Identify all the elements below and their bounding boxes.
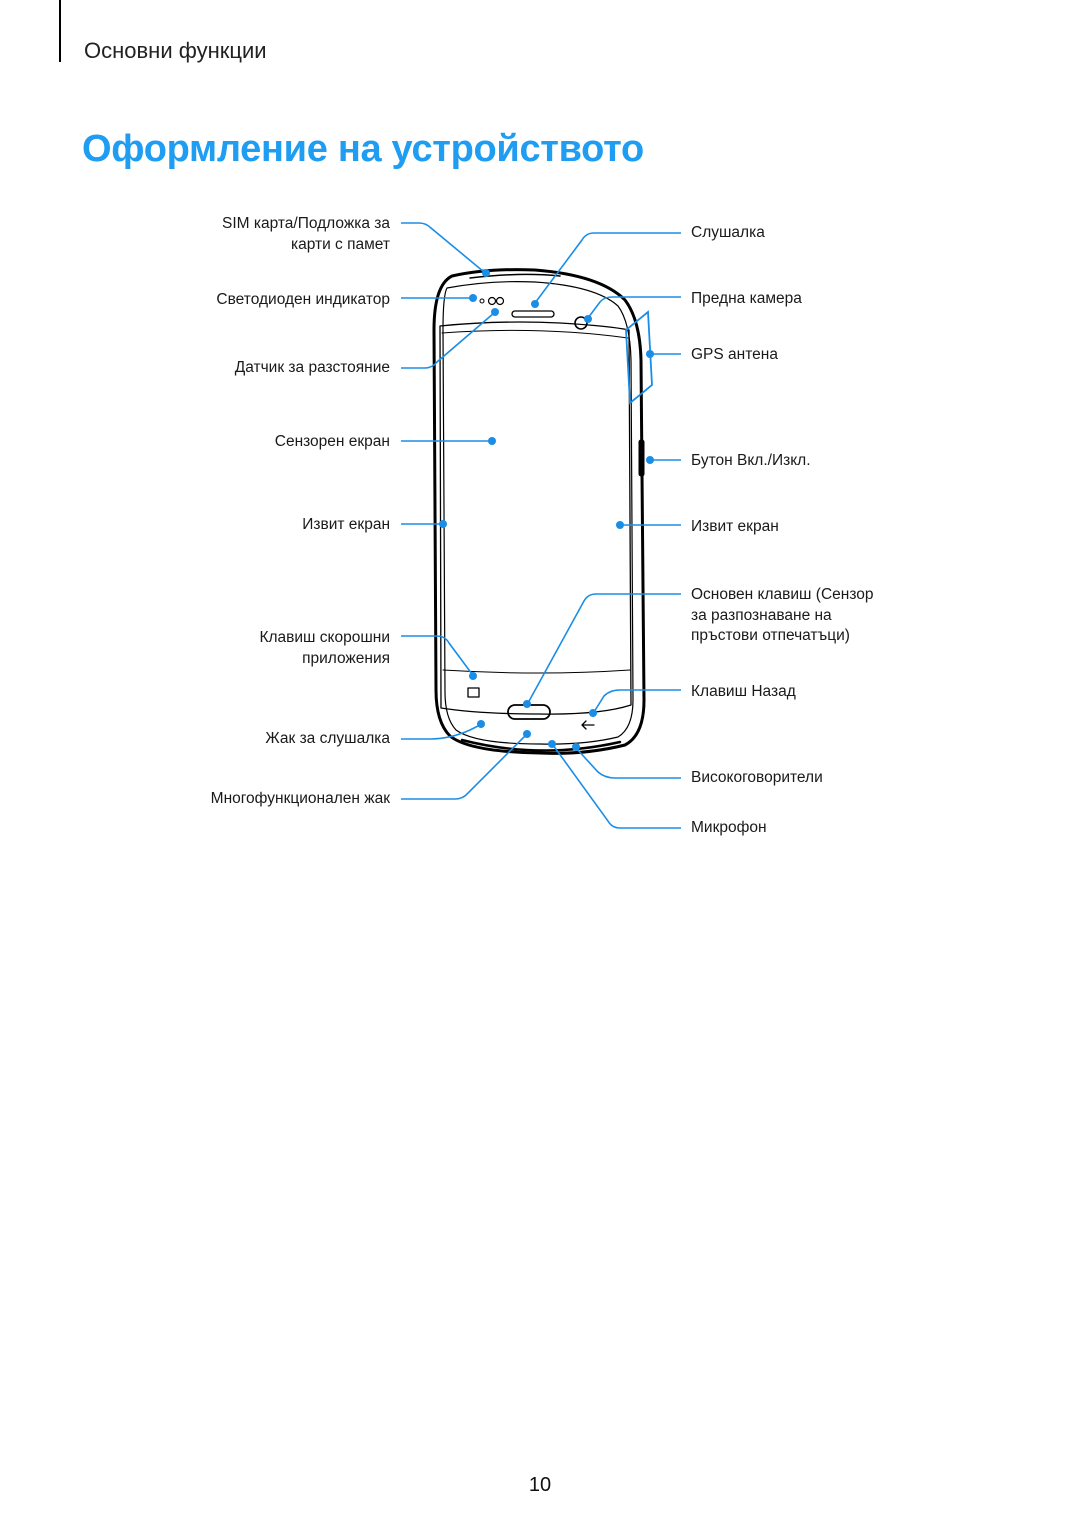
label-touchscreen: Сензорен екран — [274, 433, 390, 450]
label-microphone: Микрофон — [691, 819, 767, 836]
callout-lines — [401, 222, 681, 829]
callout-dot-microphone — [548, 740, 556, 748]
label-edge-screen-left: Извит екран — [302, 516, 390, 533]
proximity-sensor-shape-1 — [487, 296, 497, 306]
screen-bottom-border — [442, 669, 631, 674]
callout-dot-recent-apps — [469, 672, 477, 680]
callout-dot-speaker — [572, 743, 580, 751]
callout-dot-sim — [482, 269, 490, 277]
led-indicator-shape — [479, 298, 485, 304]
callout-line-earpiece — [534, 232, 681, 304]
label-multipurpose-jack: Многофункционален жак — [210, 790, 390, 807]
callout-line-home-key — [527, 593, 681, 704]
bottom-edge-detail — [460, 738, 622, 752]
screen-outline — [439, 321, 632, 715]
earpiece-grille-shape — [511, 310, 555, 318]
callout-line-front-camera — [587, 296, 681, 319]
callout-line-recent-apps — [401, 635, 473, 675]
callout-dot-led — [469, 294, 477, 302]
label-back-key: Клавиш Назад — [691, 683, 796, 700]
label-home-key: Основен клавиш (Сензор за разпознаване н… — [691, 586, 874, 644]
callout-line-speaker — [575, 747, 681, 779]
callout-line-sim — [401, 222, 485, 273]
label-gps-antenna: GPS антена — [691, 346, 778, 363]
device-diagram — [401, 222, 681, 829]
callout-dot-edge-right — [616, 521, 624, 529]
back-key-shape — [581, 720, 595, 730]
callout-dot-headset-jack — [477, 720, 485, 728]
label-sim-tray: SIM карта/Подложка за карти с памет — [221, 215, 390, 253]
label-front-camera: Предна камера — [691, 290, 802, 307]
callout-dot-gps-antenna — [646, 350, 654, 358]
callout-dot-front-camera — [584, 315, 592, 323]
callout-line-back-key — [593, 689, 681, 713]
label-headset-jack: Жак за слушалка — [265, 730, 390, 747]
section-title: Основни функции — [84, 38, 267, 63]
callout-dot-multipurpose-jack — [523, 730, 531, 738]
header-rule — [59, 0, 61, 62]
callout-dot-edge-left — [439, 520, 447, 528]
recent-apps-key-shape — [467, 687, 480, 698]
callout-dot-power-key — [646, 456, 654, 464]
label-edge-screen-right: Извит екран — [691, 518, 779, 535]
page-number: 10 — [528, 1474, 552, 1496]
label-power-key: Бутон Вкл./Изкл. — [691, 452, 811, 469]
label-recent-apps-key: Клавиш скорошни приложения — [259, 629, 390, 667]
callout-line-multipurpose-jack — [401, 734, 527, 800]
label-proximity-sensor: Датчик за разстояние — [234, 359, 390, 376]
callout-dot-back-key — [589, 709, 597, 717]
callout-dot-earpiece — [531, 300, 539, 308]
screen-top-border — [441, 329, 629, 339]
gps-antenna-highlight — [625, 310, 653, 405]
label-led-indicator: Светодиоден индикатор — [216, 291, 390, 308]
front-camera-shape — [574, 316, 588, 330]
callout-line-headset-jack — [401, 724, 481, 740]
phone-illustration — [432, 268, 646, 755]
power-key-shape — [638, 439, 645, 477]
callout-dot-touchscreen — [488, 437, 496, 445]
proximity-sensor-shape-2 — [495, 296, 505, 306]
page-title: Оформление на устройството — [82, 128, 644, 170]
callout-dots — [439, 269, 654, 751]
callout-dot-proximity — [491, 308, 499, 316]
callout-dot-home-key — [523, 700, 531, 708]
phone-body-outline — [432, 268, 646, 755]
callout-line-proximity — [401, 312, 495, 369]
callout-line-microphone — [552, 744, 681, 829]
top-edge-detail — [469, 273, 561, 279]
label-earpiece: Слушалка — [691, 224, 765, 241]
label-speaker: Високоговорители — [691, 769, 823, 786]
